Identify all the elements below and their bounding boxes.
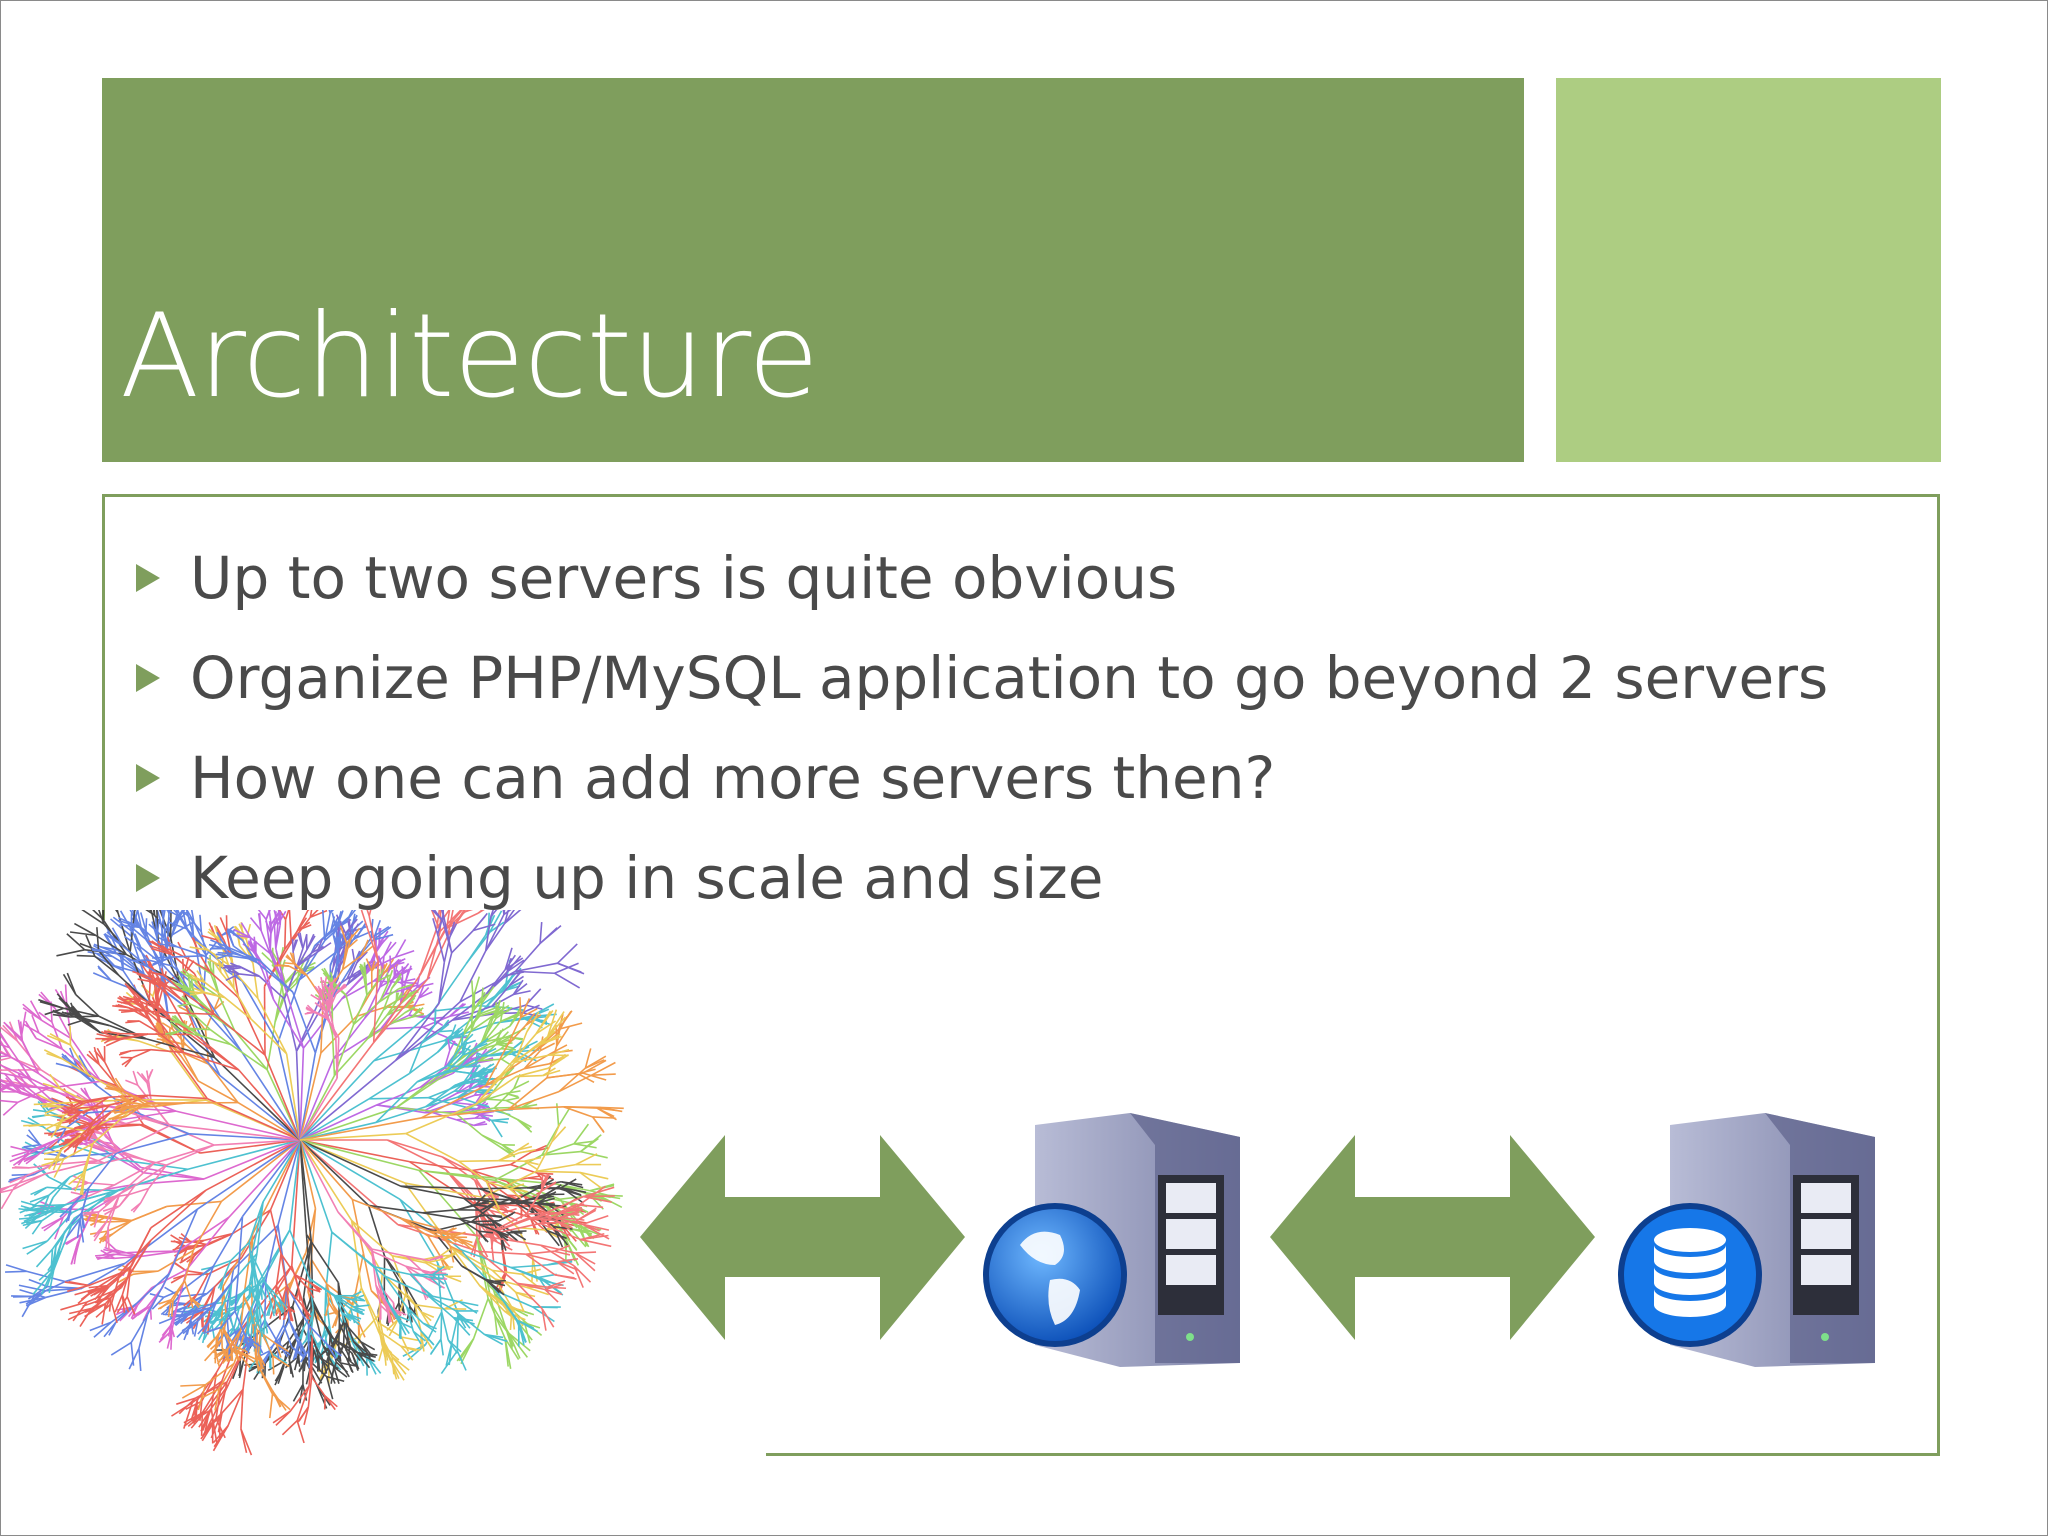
accent-block (1556, 78, 1941, 462)
slide-title: Architecture (120, 289, 819, 424)
database-server-icon (1618, 1113, 1875, 1367)
bullet-text: Up to two servers is quite obvious (190, 544, 1178, 612)
bullet-item: Up to two servers is quite obvious (136, 528, 1828, 628)
bullet-text: Keep going up in scale and size (190, 844, 1104, 912)
double-arrow-icon (640, 1135, 965, 1340)
bullet-list: Up to two servers is quite obvious Organ… (136, 528, 1828, 928)
bullet-triangle-icon (136, 664, 160, 692)
internet-map-icon (0, 910, 624, 1456)
bullet-triangle-icon (136, 764, 160, 792)
content-border-left (102, 494, 105, 920)
bullet-item: Organize PHP/MySQL application to go bey… (136, 628, 1828, 728)
bullet-text: Organize PHP/MySQL application to go bey… (190, 644, 1829, 712)
content-border-bottom (766, 1453, 1940, 1456)
web-server-icon (983, 1113, 1240, 1367)
content-border-top (102, 494, 1940, 497)
bullet-triangle-icon (136, 864, 160, 892)
double-arrow-icon (1270, 1135, 1595, 1340)
bullet-item: How one can add more servers then? (136, 728, 1828, 828)
bullet-triangle-icon (136, 564, 160, 592)
bullet-text: How one can add more servers then? (190, 744, 1276, 812)
title-bar: Architecture (102, 78, 1524, 462)
bullet-item: Keep going up in scale and size (136, 828, 1828, 928)
content-border-right (1937, 494, 1940, 1456)
